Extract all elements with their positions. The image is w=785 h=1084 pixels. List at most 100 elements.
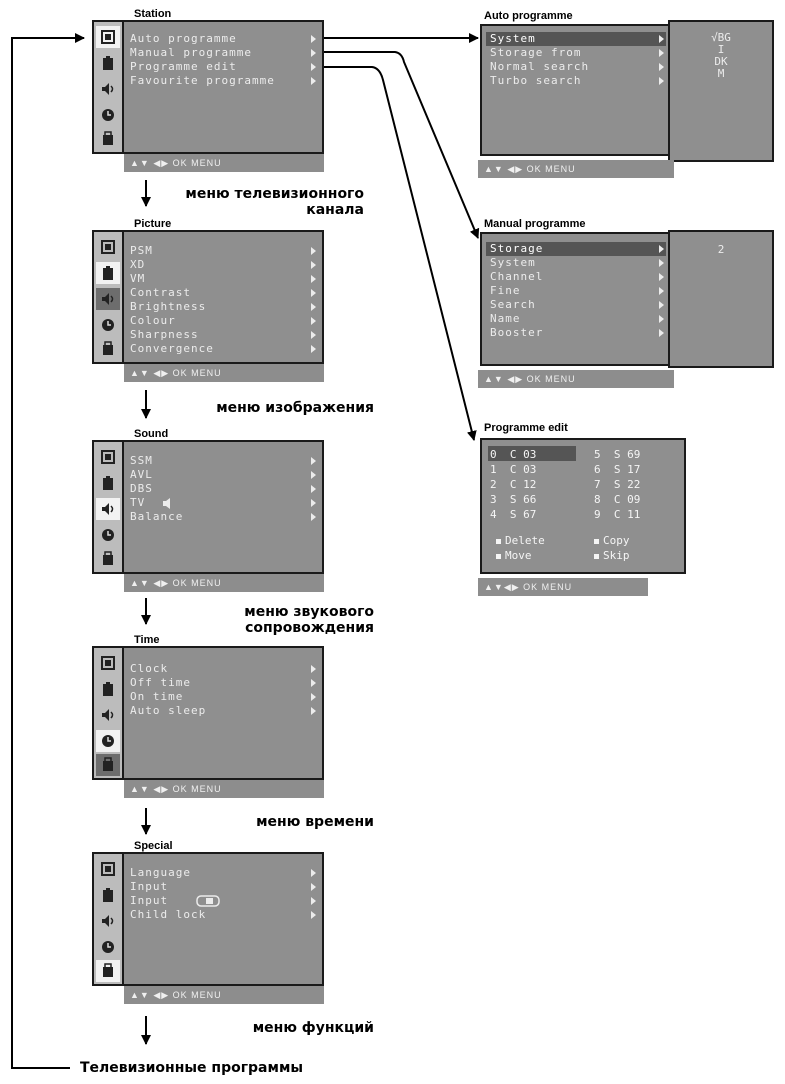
- menu-item-system[interactable]: System: [486, 32, 666, 46]
- storage-value[interactable]: 2: [717, 243, 725, 256]
- programme-row[interactable]: 1 C 03: [490, 463, 537, 476]
- sound-tab-icon[interactable]: [96, 704, 120, 726]
- special-tab-icon[interactable]: [96, 548, 120, 570]
- menu-icon-bar: [94, 854, 124, 984]
- menu-item-psm[interactable]: PSM: [130, 244, 318, 258]
- special-menu: Language Input Input Child lock: [92, 852, 324, 986]
- legend-move[interactable]: Move: [496, 549, 532, 562]
- time-tab-icon[interactable]: [96, 936, 120, 958]
- menu-item-clock[interactable]: Clock: [130, 662, 318, 676]
- auto-programme-menu: System Storage from Normal search Turbo …: [480, 24, 670, 156]
- programme-row[interactable]: 3 S 66: [490, 493, 537, 506]
- menu-item-vm[interactable]: VM: [130, 272, 318, 286]
- system-value-i[interactable]: I: [717, 43, 725, 56]
- programme-row[interactable]: 5 S 69: [594, 448, 641, 461]
- programme-row[interactable]: 6 S 17: [594, 463, 641, 476]
- station-tab-icon[interactable]: [96, 236, 120, 258]
- station-tab-icon[interactable]: [96, 26, 120, 48]
- special-tab-icon[interactable]: [96, 960, 120, 982]
- time-tab-icon[interactable]: [96, 104, 120, 126]
- menu-icon-bar: [94, 442, 124, 572]
- menu-item-avl[interactable]: AVL: [130, 468, 318, 482]
- arrow-to-programme-edit: [322, 66, 477, 441]
- menu-item-auto-programme[interactable]: Auto programme: [130, 32, 318, 46]
- menu-icon-bar: [94, 232, 124, 362]
- system-value-m[interactable]: M: [717, 67, 725, 80]
- legend-skip[interactable]: Skip: [594, 549, 630, 562]
- programme-row[interactable]: 0 C 03: [490, 448, 537, 461]
- legend-delete[interactable]: Delete: [496, 534, 545, 547]
- menu-item-tv[interactable]: TV: [130, 496, 318, 510]
- picture-nav-bar: ▲▼ ◀▶ OK MENU: [124, 364, 324, 382]
- menu-icon-bar: [94, 648, 124, 778]
- menu-item-brightness[interactable]: Brightness: [130, 300, 318, 314]
- programme-row[interactable]: 9 C 11: [594, 508, 641, 521]
- programme-row[interactable]: 4 S 67: [490, 508, 537, 521]
- picture-menu: PSM XD VM Contrast Brightness Colour Sha…: [92, 230, 324, 364]
- menu-item-storage[interactable]: Storage: [486, 242, 666, 256]
- green-key-icon: [594, 538, 599, 544]
- system-value-bg[interactable]: √BG: [711, 31, 731, 44]
- menu-item-favourite-programme[interactable]: Favourite programme: [130, 74, 318, 88]
- sound-tab-icon[interactable]: [96, 78, 120, 100]
- menu-icon-bar: [94, 22, 124, 152]
- sound-menu: SSM AVL DBS TV Balance: [92, 440, 324, 574]
- menu-item-xd[interactable]: XD: [130, 258, 318, 272]
- menu-item-ssm[interactable]: SSM: [130, 454, 318, 468]
- station-tab-icon[interactable]: [96, 446, 120, 468]
- menu-item-convergence[interactable]: Convergence: [130, 342, 318, 356]
- menu-item-colour[interactable]: Colour: [130, 314, 318, 328]
- menu-item-off-time[interactable]: Off time: [130, 676, 318, 690]
- selected-programme-highlight: [488, 446, 576, 461]
- sound-tab-icon[interactable]: [96, 288, 120, 310]
- yellow-key-icon: [496, 553, 501, 559]
- programme-row[interactable]: 7 S 22: [594, 478, 641, 491]
- menu-item-search[interactable]: Search: [486, 298, 666, 312]
- menu-item-on-time[interactable]: On time: [130, 690, 318, 704]
- special-tab-icon[interactable]: [96, 338, 120, 360]
- station-tab-icon[interactable]: [96, 858, 120, 880]
- station-tab-icon[interactable]: [96, 652, 120, 674]
- time-tab-icon[interactable]: [96, 730, 120, 752]
- menu-item-system[interactable]: System: [486, 256, 666, 270]
- sound-menu-caption: меню звукового сопровождения: [244, 604, 374, 636]
- time-tab-icon[interactable]: [96, 314, 120, 336]
- sound-tab-icon[interactable]: [96, 910, 120, 932]
- menu-item-sharpness[interactable]: Sharpness: [130, 328, 318, 342]
- legend-copy[interactable]: Copy: [594, 534, 630, 547]
- menu-item-storage-from[interactable]: Storage from: [486, 46, 666, 60]
- programme-row[interactable]: 2 C 12: [490, 478, 537, 491]
- sound-tab-icon[interactable]: [96, 498, 120, 520]
- menu-item-dbs[interactable]: DBS: [130, 482, 318, 496]
- auto-programme-nav-bar: ▲▼ ◀▶ OK MENU: [478, 160, 674, 178]
- special-tab-icon[interactable]: [96, 754, 120, 776]
- menu-item-child-lock[interactable]: Child lock: [130, 908, 318, 922]
- menu-item-programme-edit[interactable]: Programme edit: [130, 60, 318, 74]
- picture-menu-caption: меню изображения: [216, 400, 374, 416]
- menu-item-input-label[interactable]: Input: [130, 894, 318, 908]
- menu-item-name[interactable]: Name: [486, 312, 666, 326]
- menu-item-fine[interactable]: Fine: [486, 284, 666, 298]
- menu-item-balance[interactable]: Balance: [130, 510, 318, 524]
- special-tab-icon[interactable]: [96, 128, 120, 150]
- menu-item-input[interactable]: Input: [130, 880, 318, 894]
- sound-nav-bar: ▲▼ ◀▶ OK MENU: [124, 574, 324, 592]
- menu-item-language[interactable]: Language: [130, 866, 318, 880]
- system-value-dk[interactable]: DK: [714, 55, 728, 68]
- picture-tab-icon[interactable]: [96, 52, 120, 74]
- picture-tab-icon[interactable]: [96, 472, 120, 494]
- manual-programme-menu: Storage System Channel Fine Search Name …: [480, 232, 670, 366]
- time-tab-icon[interactable]: [96, 524, 120, 546]
- picture-tab-icon[interactable]: [96, 262, 120, 284]
- menu-item-channel[interactable]: Channel: [486, 270, 666, 284]
- menu-item-manual-programme[interactable]: Manual programme: [130, 46, 318, 60]
- menu-item-normal-search[interactable]: Normal search: [486, 60, 666, 74]
- picture-tab-icon[interactable]: [96, 678, 120, 700]
- station-menu-caption: меню телевизионного канала: [185, 186, 364, 218]
- menu-item-auto-sleep[interactable]: Auto sleep: [130, 704, 318, 718]
- menu-item-contrast[interactable]: Contrast: [130, 286, 318, 300]
- programme-row[interactable]: 8 C 09: [594, 493, 641, 506]
- picture-tab-icon[interactable]: [96, 884, 120, 906]
- menu-item-booster[interactable]: Booster: [486, 326, 666, 340]
- menu-item-turbo-search[interactable]: Turbo search: [486, 74, 666, 88]
